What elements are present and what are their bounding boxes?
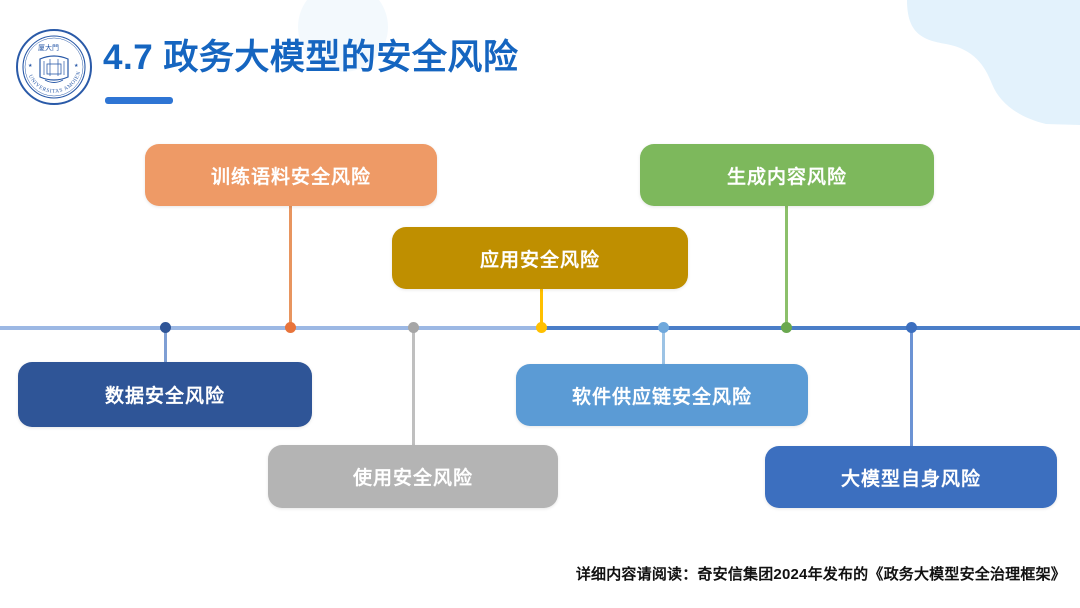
timeline-dot-application-security-risk[interactable] [535,322,547,333]
risk-box-label: 应用安全风险 [479,249,600,271]
decorative-blob-shape [907,0,1080,125]
risk-box-training-corpus-security-risk[interactable]: 训练语料安全风险 [145,144,437,206]
connector-line-training-corpus-security-risk [288,206,292,328]
risk-box-label: 生成内容风险 [726,166,847,188]
risk-box-software-supply-chain-security-risk[interactable]: 软件供应链安全风险 [516,364,808,426]
connector-line-data-security-risk [163,328,167,362]
risk-box-label: 使用安全风险 [352,468,473,489]
connector-line-model-intrinsic-risk [909,328,913,446]
svg-text:★: ★ [74,63,79,69]
svg-text:厦大門: 厦大門 [38,43,59,52]
page-title: 4.7 政务大模型的安全风险 [103,38,519,77]
risk-box-label: 训练语料安全风险 [210,166,371,188]
connector-line-usage-security-risk [411,328,415,445]
risk-box-generated-content-risk[interactable]: 生成内容风险 [640,144,934,206]
risk-box-data-security-risk[interactable]: 数据安全风险 [18,362,312,427]
timeline-dot-generated-content-risk[interactable] [780,322,792,333]
risk-box-application-security-risk[interactable]: 应用安全风险 [392,227,688,289]
title-underline-rule [105,97,173,104]
footer-source-note: 详细内容请阅读：奇安信集团2024年发布的《政务大模型安全治理框架》 [575,566,1066,583]
risk-box-label: 大模型自身风险 [840,468,981,490]
risk-box-model-intrinsic-risk[interactable]: 大模型自身风险 [765,446,1057,508]
risk-box-usage-security-risk[interactable]: 使用安全风险 [268,445,558,508]
risk-box-label: 软件供应链安全风险 [571,386,752,408]
connector-line-generated-content-risk [784,206,788,328]
timeline-dot-model-intrinsic-risk[interactable] [905,322,917,333]
timeline-dot-data-security-risk[interactable] [159,322,171,333]
university-seal-logo: ★ ★ 厦大門 UNIVERSITAS AMOIENSIS [12,23,94,107]
connector-line-application-security-risk [539,289,543,328]
risk-box-label: 数据安全风险 [104,386,225,407]
timeline-segment-0 [0,326,545,330]
timeline-segment-1 [545,326,1080,330]
timeline-dot-software-supply-chain-security-risk[interactable] [657,322,669,333]
timeline-baseline [0,326,1080,330]
connector-line-software-supply-chain-security-risk [661,328,665,364]
svg-text:★: ★ [28,63,33,69]
svg-text:UNIVERSITAS AMOIENSIS: UNIVERSITAS AMOIENSIS [14,27,82,95]
timeline-dot-usage-security-risk[interactable] [407,322,419,333]
timeline-dot-training-corpus-security-risk[interactable] [284,322,296,333]
